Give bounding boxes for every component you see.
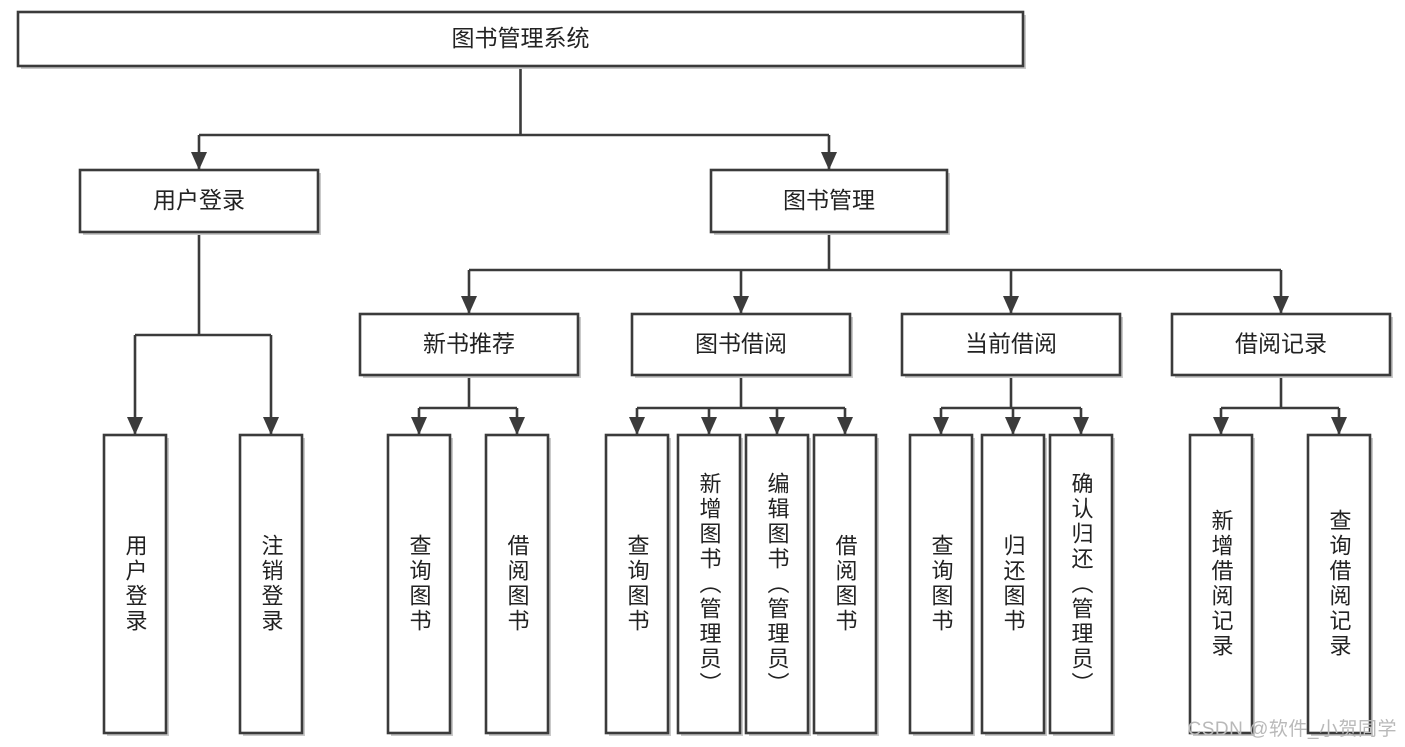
arrow-to-leaf-add-record xyxy=(1213,417,1229,435)
node-leaf-query-book-1[interactable] xyxy=(386,433,452,735)
node-book-borrow-label: 图书借阅 xyxy=(695,331,787,357)
arrow-to-leaf-confirm-return xyxy=(1073,417,1089,435)
node-book-manage-label: 图书管理 xyxy=(783,187,875,213)
arrow-to-current-borrow xyxy=(1003,296,1019,314)
node-leaf-user-login[interactable] xyxy=(102,433,168,735)
connectors-layer xyxy=(127,66,1347,435)
node-borrow-record[interactable] xyxy=(1170,312,1392,377)
node-leaf-confirm-return[interactable] xyxy=(1048,433,1114,735)
node-leaf-borrow-book-1[interactable] xyxy=(484,433,550,735)
node-root-label: 图书管理系统 xyxy=(452,25,590,51)
arrow-to-leaf-user-login xyxy=(127,417,143,435)
node-book-borrow[interactable] xyxy=(630,312,852,377)
node-leaf-add-record[interactable] xyxy=(1188,433,1254,735)
arrow-to-leaf-query-book-2 xyxy=(629,417,645,435)
watermark: CSDN @软件_小贺同学 xyxy=(1187,719,1397,740)
node-new-book-rec[interactable] xyxy=(358,312,580,377)
node-leaf-query-book-2[interactable] xyxy=(604,433,670,735)
node-leaf-logout[interactable] xyxy=(238,433,304,735)
node-user-login-label: 用户登录 xyxy=(153,187,245,213)
arrow-to-leaf-add-book xyxy=(701,417,717,435)
arrow-to-leaf-return-book xyxy=(1005,417,1021,435)
arrow-to-leaf-edit-book xyxy=(769,417,785,435)
arrow-to-book-borrow xyxy=(733,296,749,314)
node-book-manage[interactable] xyxy=(709,168,949,234)
node-leaf-query-book-3[interactable] xyxy=(908,433,974,735)
node-leaf-edit-book[interactable] xyxy=(744,433,810,735)
node-leaf-return-book[interactable] xyxy=(980,433,1046,735)
node-new-book-rec-label: 新书推荐 xyxy=(423,331,515,357)
arrow-to-leaf-query-book-3 xyxy=(933,417,949,435)
node-root[interactable] xyxy=(16,10,1025,68)
arrow-to-leaf-query-record xyxy=(1331,417,1347,435)
arrow-to-book-manage xyxy=(821,152,837,170)
node-current-borrow-label: 当前借阅 xyxy=(965,331,1057,357)
arrow-to-new-book-rec xyxy=(461,296,477,314)
arrow-to-leaf-borrow-book-1 xyxy=(509,417,525,435)
node-user-login[interactable] xyxy=(78,168,320,234)
arrow-to-leaf-logout xyxy=(263,417,279,435)
arrow-to-leaf-borrow-book-2 xyxy=(837,417,853,435)
arrow-to-user-login xyxy=(191,152,207,170)
node-leaf-add-book[interactable] xyxy=(676,433,742,735)
node-borrow-record-label: 借阅记录 xyxy=(1235,331,1327,357)
node-leaf-query-record[interactable] xyxy=(1306,433,1372,735)
boxes-layer xyxy=(16,10,1393,736)
node-leaf-borrow-book-2[interactable] xyxy=(812,433,878,735)
node-current-borrow[interactable] xyxy=(900,312,1122,377)
arrow-to-borrow-record xyxy=(1273,296,1289,314)
arrow-to-leaf-query-book-1 xyxy=(411,417,427,435)
